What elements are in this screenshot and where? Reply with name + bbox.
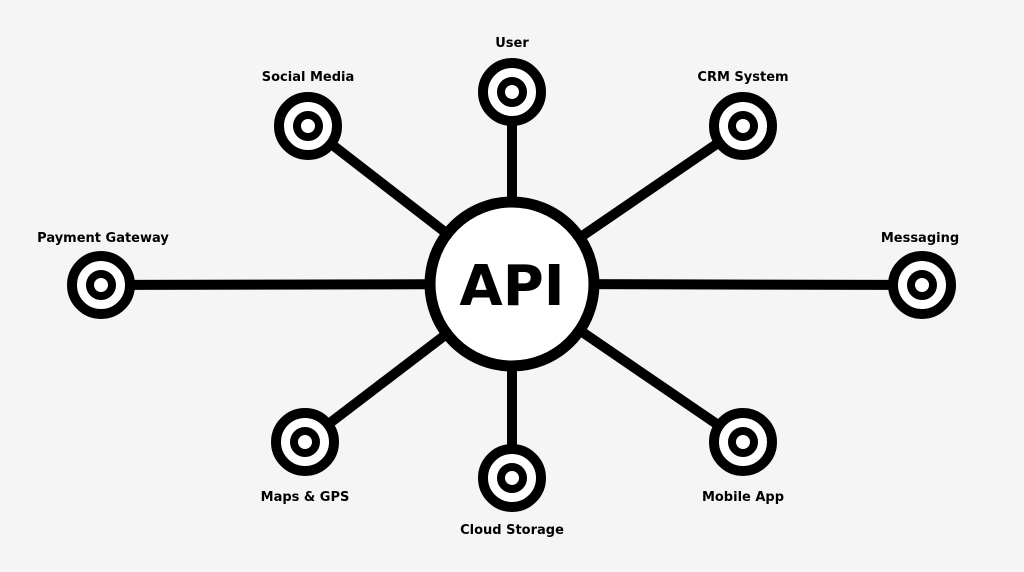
node-messaging: Messaging — [881, 231, 959, 319]
node-label-crm-system: CRM System — [697, 70, 788, 85]
node-label-user: User — [495, 36, 529, 51]
target-core-icon — [907, 270, 937, 300]
node-maps-gps: Maps & GPS — [261, 408, 350, 505]
node-payment-gateway: Payment Gateway — [37, 231, 169, 319]
api-hub-circle — [424, 196, 600, 372]
target-core-icon — [728, 111, 758, 141]
node-label-maps-gps: Maps & GPS — [261, 490, 350, 505]
node-label-payment-gateway: Payment Gateway — [37, 231, 169, 246]
target-core-icon — [293, 111, 323, 141]
api-hub-label: API — [459, 254, 564, 319]
target-core-icon — [497, 77, 527, 107]
node-label-social-media: Social Media — [262, 70, 355, 85]
api-hub: API — [424, 196, 600, 372]
node-label-mobile-app: Mobile App — [702, 490, 784, 505]
node-cloud-storage: Cloud Storage — [460, 444, 564, 538]
node-crm-system: CRM System — [697, 70, 789, 160]
target-core-icon — [290, 427, 320, 457]
target-core-icon — [497, 463, 527, 493]
target-core-icon — [86, 270, 116, 300]
node-user: User — [478, 36, 546, 126]
node-social-media: Social Media — [262, 70, 355, 160]
node-mobile-app: Mobile App — [702, 408, 784, 505]
node-label-messaging: Messaging — [881, 231, 959, 246]
target-core-icon — [728, 427, 758, 457]
node-label-cloud-storage: Cloud Storage — [460, 523, 564, 538]
